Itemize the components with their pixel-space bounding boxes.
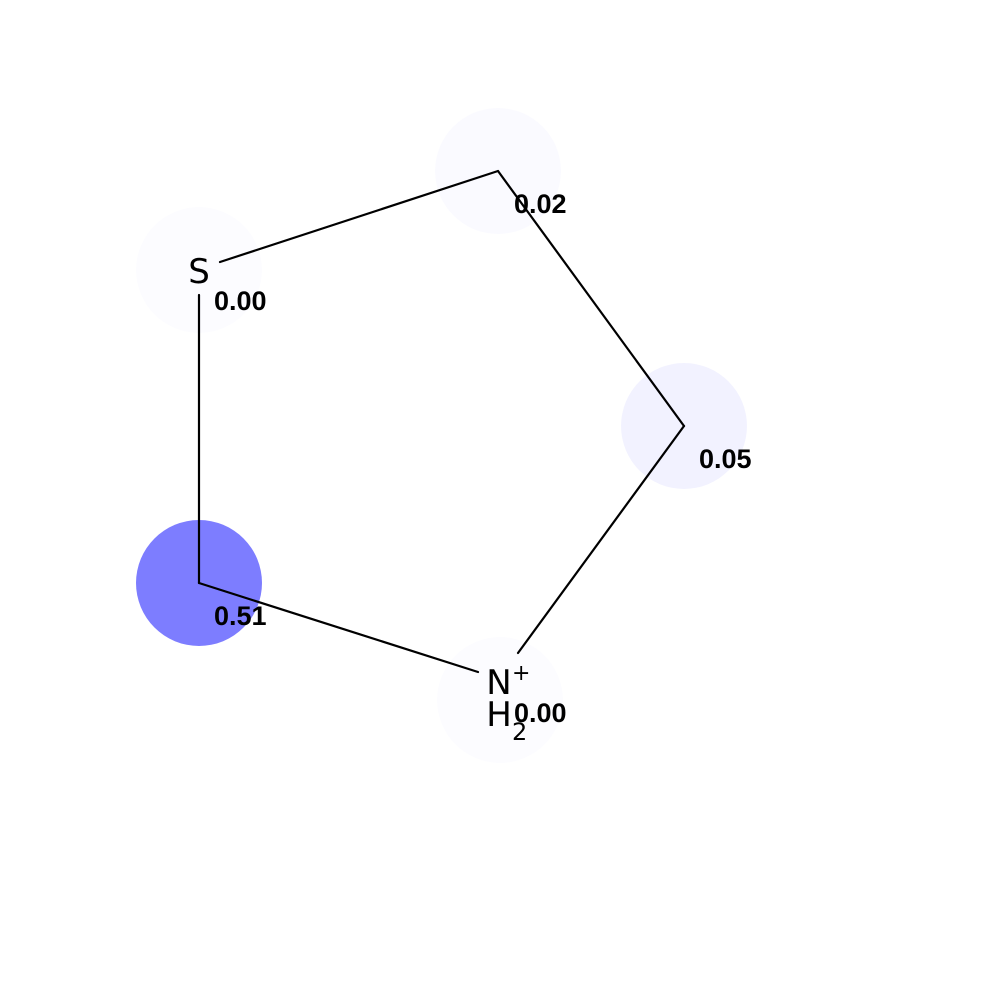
- atom-symbol-n1: N: [486, 663, 511, 703]
- value-label-c1: 0.02: [514, 189, 567, 219]
- value-label-c3: 0.51: [214, 601, 267, 631]
- atom-hydrogen-count-n1: 2: [512, 718, 527, 746]
- highlight-layer: [136, 363, 747, 646]
- bond-s1-c1: [218, 169, 500, 264]
- bond-layer: [197, 169, 686, 674]
- atom-symbol-s1: S: [188, 252, 210, 292]
- value-label-layer: 0.02 0.05 0.00 0.51 0.00: [214, 189, 752, 728]
- value-label-s1: 0.00: [214, 286, 267, 316]
- value-label-c2: 0.05: [699, 444, 752, 474]
- atom-hydrogen-n1: H: [486, 695, 512, 735]
- atom-charge-n1: +: [512, 661, 530, 686]
- atom-label-layer: S N + H 2: [188, 252, 530, 746]
- value-label-n1: 0.00: [514, 698, 567, 728]
- bond-c1-c2: [496, 169, 686, 428]
- bond-c2-n1: [516, 424, 686, 655]
- bond-n1-c3: [197, 581, 480, 674]
